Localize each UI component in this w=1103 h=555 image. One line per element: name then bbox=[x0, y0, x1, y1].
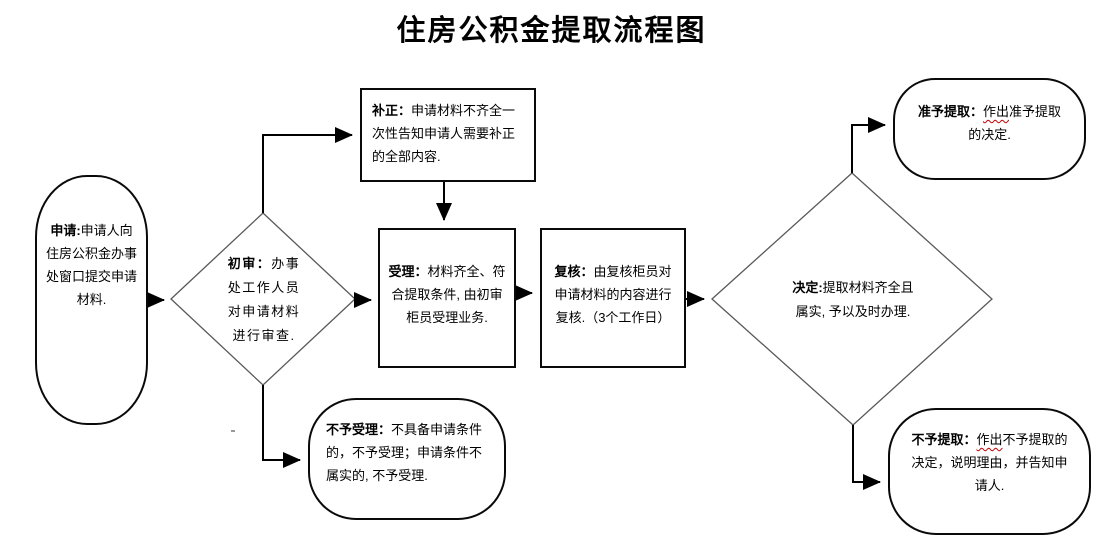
node-label: 复核： bbox=[554, 264, 594, 279]
node-label: 受理： bbox=[388, 264, 428, 279]
connector-decision-to-deny bbox=[852, 425, 881, 490]
node-text: 提取材料齐全且属实, 予以及时办理. bbox=[795, 280, 914, 319]
node-recheck: 复核：由复核柜员对申请材料的内容进行复核.（3个工作日） bbox=[540, 228, 686, 368]
node-deny: 不予提取：作出不予提取的决定，说明理由，并告知申请人. bbox=[888, 408, 1091, 535]
node-reject-accept: 不予受理：不具备申请条件的，不予受理；申请条件不属实的, 不予受理. bbox=[308, 398, 506, 520]
stray-mark bbox=[231, 430, 235, 432]
connector-review-to-reject bbox=[262, 385, 301, 468]
spellcheck-wavy-text: 作出 bbox=[976, 432, 1003, 447]
node-text: 办事处工作人员对申请材料进行审查. bbox=[227, 256, 301, 343]
node-apply: 申请:申请人向住房公积金办事处窗口提交申请材料. bbox=[35, 175, 148, 425]
connector-review-to-supplement bbox=[262, 127, 353, 213]
node-acceptance: 受理：材料齐全、符合提取条件, 由初审柜员受理业务. bbox=[378, 228, 516, 368]
node-label: 申请: bbox=[50, 223, 81, 238]
node-supplement: 补正：申请材料不齐全一次性告知申请人需要补正的全部内容. bbox=[360, 88, 536, 182]
node-decision-label: 决定:提取材料齐全且属实, 予以及时办理. bbox=[787, 276, 919, 324]
node-text: 准予提取的决定. bbox=[968, 104, 1062, 142]
node-label: 初审： bbox=[227, 256, 272, 271]
node-text: 不予提取的决定，说明理由，并告知申请人. bbox=[911, 432, 1068, 493]
node-text: 材料齐全、符合提取条件, 由初审柜员受理业务. bbox=[391, 264, 506, 325]
decision-diamond-shape bbox=[711, 172, 993, 426]
node-text: 由复核柜员对申请材料的内容进行复核.（3个工作日） bbox=[554, 264, 672, 325]
node-label: 不予受理： bbox=[326, 422, 392, 437]
spellcheck-wavy-text: 作出 bbox=[982, 104, 1009, 119]
connector-decision-to-approve bbox=[851, 117, 886, 173]
node-text: 不具备申请条件的，不予受理；申请条件不属实的, 不予受理. bbox=[326, 422, 483, 483]
node-approve: 准予提取：作出准予提取的决定. bbox=[893, 78, 1086, 180]
node-label: 准予提取： bbox=[917, 104, 983, 119]
node-label: 决定: bbox=[792, 280, 823, 295]
node-text: 申请材料不齐全一次性告知申请人需要补正的全部内容. bbox=[372, 103, 516, 164]
node-text: 申请人向住房公积金办事处窗口提交申请材料. bbox=[46, 223, 138, 307]
node-label: 补正： bbox=[372, 103, 412, 118]
page-title: 住房公积金提取流程图 bbox=[396, 15, 707, 47]
node-initial-review-label: 初审：办事处工作人员对申请材料进行审查. bbox=[222, 252, 306, 348]
node-label: 不予提取： bbox=[911, 432, 977, 447]
